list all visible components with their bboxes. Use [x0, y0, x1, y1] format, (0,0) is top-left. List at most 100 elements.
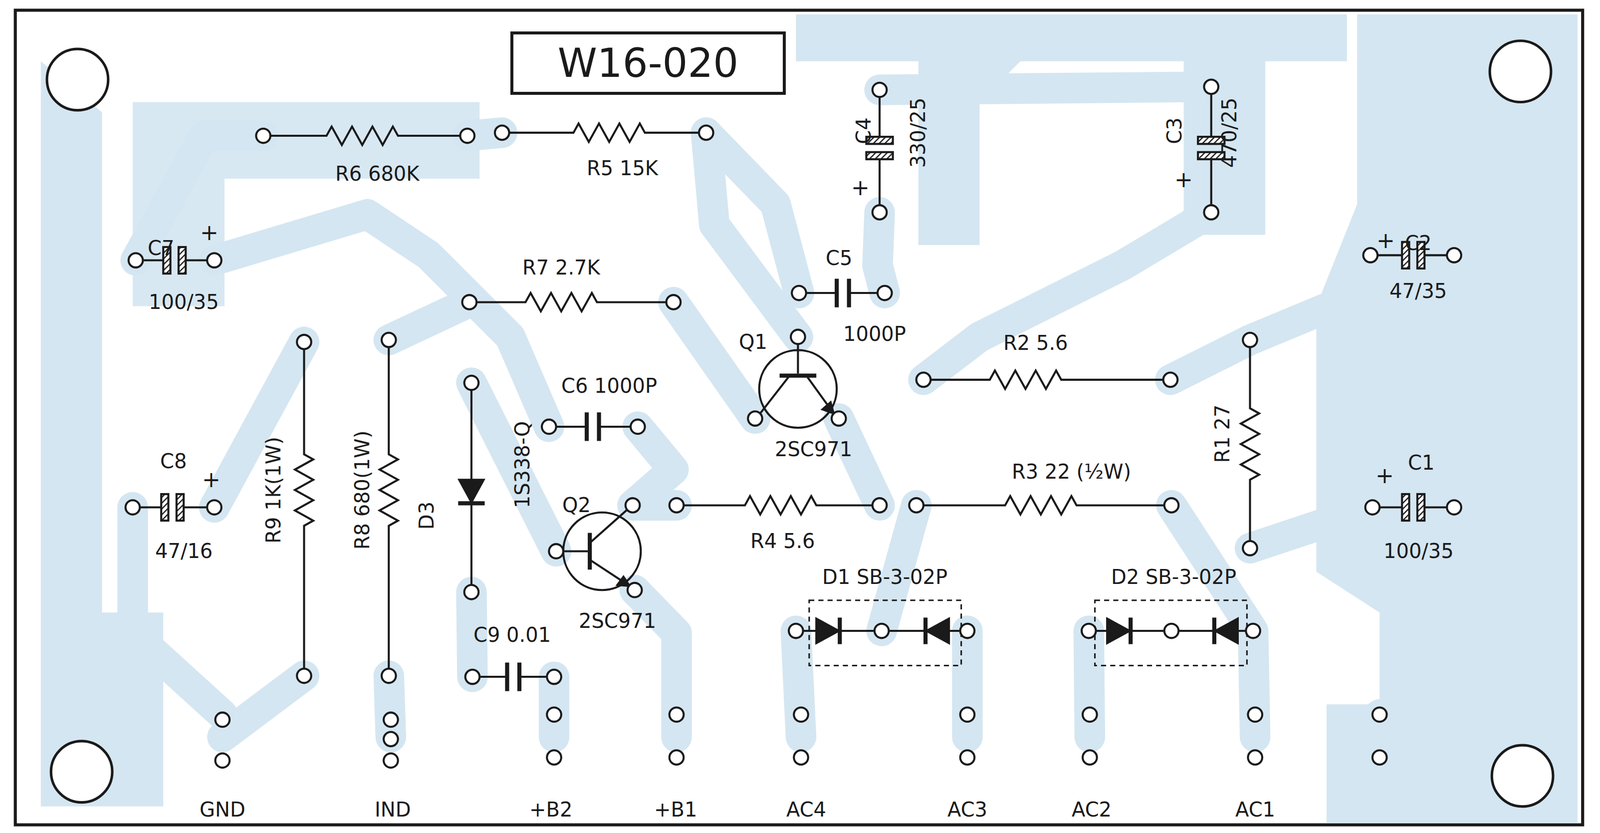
terminal-label: AC2: [1071, 798, 1112, 821]
solder-pad: [960, 749, 975, 765]
solder-pad: [793, 749, 809, 765]
component-label: C1: [1407, 451, 1435, 474]
capacitor-symbol: [479, 675, 547, 678]
copper-trace: [705, 132, 798, 337]
terminal-label: AC4: [786, 798, 827, 821]
solder-pad: [215, 712, 230, 727]
electrolytic-capacitor-symbol: [176, 493, 184, 521]
mounting-hole: [1489, 40, 1552, 103]
solder-pad: [790, 329, 806, 345]
component-label: C8: [160, 450, 187, 472]
solder-pad: [125, 499, 141, 515]
solder-pad: [464, 584, 479, 600]
solder-pad: [381, 332, 397, 348]
diode-symbol: [1212, 617, 1217, 644]
terminal-label: IND: [374, 798, 412, 821]
solder-pad: [1446, 247, 1462, 263]
copper-trace: [388, 675, 391, 737]
transistor-symbol: [590, 560, 630, 586]
component-label: 1S338-Q: [511, 421, 534, 509]
solder-pad: [541, 419, 557, 435]
solder-pad: [1363, 247, 1378, 263]
electrolytic-capacitor-symbol: [1210, 93, 1213, 206]
capacitor-symbol: [586, 412, 600, 441]
solder-pad: [125, 79, 1462, 768]
transistor-symbol: [590, 509, 628, 542]
transistor-symbol: [760, 376, 789, 414]
solder-pad: [1203, 205, 1219, 220]
solder-pad: [630, 419, 646, 435]
diode-symbol: [923, 617, 928, 644]
solder-pad: [788, 623, 804, 639]
resistor-symbol: [294, 349, 314, 669]
component-label: C3: [1163, 117, 1186, 144]
diode-symbol: [809, 600, 962, 666]
solder-pad: [1372, 749, 1387, 765]
diode-symbol: [1095, 600, 1248, 666]
polarity-mark: +: [1174, 167, 1193, 192]
solder-pad: [909, 497, 924, 513]
component-label: R4 5.6: [750, 529, 816, 552]
solder-pad: [1081, 623, 1097, 639]
solder-pad: [215, 752, 230, 768]
terminal-label: GND: [199, 798, 246, 821]
solder-pad: [793, 706, 809, 722]
component-label: D2 SB-3-02P: [1111, 565, 1237, 588]
polarity-mark: +: [851, 175, 870, 200]
solder-pad: [625, 497, 641, 513]
component-label: C4: [852, 117, 875, 144]
capacitor-symbol: [806, 291, 878, 294]
solder-pad: [1203, 79, 1219, 95]
solder-pad: [831, 411, 847, 426]
component-label: 330/25: [907, 97, 929, 169]
solder-pad: [698, 125, 714, 141]
capacitor-symbol: [507, 662, 520, 691]
resistor-symbol: [379, 346, 399, 669]
solder-pad: [1242, 332, 1258, 348]
copper-trace: [1171, 504, 1256, 737]
terminal-label: AC1: [1235, 798, 1276, 821]
component-label: Q2: [562, 493, 591, 516]
copper-trace: [673, 301, 756, 419]
solder-pad: [916, 372, 931, 388]
solder-pad: [464, 375, 479, 391]
copper-trace: [879, 86, 1212, 90]
solder-pad: [669, 497, 685, 513]
resistor-symbol: [476, 292, 667, 312]
diode-symbol: [926, 618, 949, 643]
electrolytic-capacitor-symbol: [139, 93, 1447, 521]
solder-pad: [669, 749, 685, 765]
copper-trace: [214, 214, 550, 427]
board-outline: [15, 9, 1584, 825]
copper-trace: [795, 14, 1347, 245]
copper-trace: [877, 212, 885, 293]
component-label: Q1: [738, 330, 768, 353]
solder-pad: [747, 411, 763, 426]
solder-pad: [462, 294, 477, 310]
copper-trace: [1364, 714, 1395, 776]
solder-pad: [1163, 372, 1178, 388]
solder-pad: [296, 668, 312, 684]
solder-pad: [1082, 749, 1098, 765]
diode-symbol: [816, 618, 839, 643]
component-label: R9 1K(1W): [262, 436, 285, 544]
solder-pad: [383, 731, 399, 747]
polarity-mark: +: [202, 467, 221, 492]
copper-trace: [1249, 507, 1372, 549]
component-label: R3 22 (½W): [1011, 460, 1132, 483]
electrolytic-capacitor-symbol: [866, 152, 893, 160]
resistor-symbol: [1240, 346, 1260, 541]
diode-symbol: [837, 617, 842, 644]
solder-pad: [791, 285, 807, 301]
solder-pad: [960, 623, 975, 639]
transistor-symbol: [617, 576, 630, 586]
terminal-label: +B1: [654, 798, 697, 821]
solder-pad: [669, 706, 685, 722]
electrolytic-capacitor-symbol: [1377, 253, 1447, 256]
solder-pad: [627, 582, 643, 598]
terminal-label: AC3: [947, 798, 988, 821]
copper-trace: [471, 591, 473, 677]
resistor-symbol: [270, 126, 460, 146]
resistor-symbol: [930, 370, 1163, 389]
transistor-symbol: [796, 343, 799, 374]
